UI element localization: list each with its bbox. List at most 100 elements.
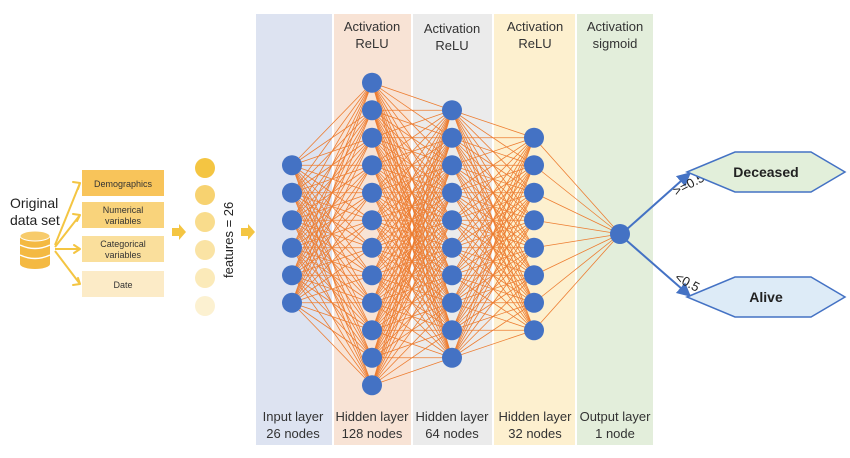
edge <box>291 82 373 248</box>
network-nodes <box>282 72 630 396</box>
neuron-node <box>442 237 462 258</box>
layer-titles: Activation ReLU Activation ReLU Activati… <box>344 19 643 53</box>
edge <box>291 82 373 166</box>
edge <box>451 137 535 303</box>
edge <box>451 220 535 358</box>
layer-3-footer-l1: Hidden layer <box>499 409 573 424</box>
neuron-node <box>362 237 382 258</box>
neuron-node <box>362 100 382 121</box>
neuron-node <box>442 265 462 286</box>
layer-3-title-l2: ReLU <box>518 36 551 51</box>
edge <box>291 165 373 303</box>
edge <box>291 110 373 303</box>
layer-0-footer-l1: Input layer <box>263 409 324 424</box>
edge <box>291 137 373 303</box>
neuron-node <box>362 347 382 368</box>
edge <box>533 233 621 304</box>
edge <box>291 219 373 304</box>
edge <box>451 165 535 358</box>
edge <box>451 137 535 166</box>
layer-1-title-l2: ReLU <box>355 36 388 51</box>
edge <box>371 109 453 194</box>
edge <box>371 110 453 276</box>
output-arrows <box>625 172 692 297</box>
neuron-node <box>442 182 462 203</box>
feature-box-3-l1: Date <box>113 280 132 290</box>
layer-3-footer-l2: 32 nodes <box>508 426 562 441</box>
edge <box>291 82 373 221</box>
neuron-node <box>442 155 462 176</box>
layer-3-title-l1: Activation <box>507 19 563 34</box>
feature-box-2-l1: Categorical <box>100 239 146 249</box>
neuron-node <box>282 182 302 203</box>
edge <box>371 357 453 386</box>
neuron-node <box>524 265 544 286</box>
edge <box>533 164 621 235</box>
feature-dot <box>195 158 215 178</box>
edge <box>291 302 373 386</box>
edge <box>291 192 373 303</box>
edge <box>291 302 373 331</box>
neuron-node <box>524 182 544 203</box>
outcome-alive-label: Alive <box>749 289 783 305</box>
neuron-node <box>362 320 382 341</box>
edge <box>291 247 373 304</box>
neuron-node <box>524 292 544 313</box>
feature-boxes: Demographics Numerical variables Categor… <box>82 170 164 297</box>
edge <box>451 329 535 359</box>
edge <box>371 247 453 386</box>
edge <box>451 137 535 194</box>
neuron-node <box>362 155 382 176</box>
edge <box>291 82 373 193</box>
layer-4-title-l2: sigmoid <box>593 36 638 51</box>
layer-2-title-l2: ReLU <box>435 38 468 53</box>
feature-box-categorical: Categorical variables <box>82 236 164 262</box>
neuron-node <box>442 292 462 313</box>
edge <box>451 137 535 221</box>
neuron-node <box>610 224 630 244</box>
edge <box>371 110 453 303</box>
outcome-deceased-label: Deceased <box>733 164 798 180</box>
edge <box>371 110 453 221</box>
edge <box>533 233 621 276</box>
edge <box>371 220 453 386</box>
neuron-node <box>362 265 382 286</box>
original-data-set: Original data set <box>10 195 60 269</box>
neuron-node <box>442 210 462 231</box>
edge <box>371 329 453 386</box>
feature-box-2-l2: variables <box>105 250 142 260</box>
feature-box-1-l1: Numerical <box>103 205 144 215</box>
edge <box>533 137 621 235</box>
neuron-node <box>442 100 462 121</box>
feature-dot <box>195 296 215 316</box>
edge <box>291 302 373 359</box>
layer-4-title-l1: Activation <box>587 19 643 34</box>
database-icon <box>19 230 51 269</box>
edge <box>451 137 535 276</box>
neuron-node <box>524 155 544 176</box>
edge <box>371 192 453 386</box>
edge <box>371 275 453 386</box>
connection-edges <box>291 82 621 386</box>
edge <box>533 192 621 235</box>
source-label-l2: data set <box>10 212 60 228</box>
neuron-node <box>362 72 382 93</box>
outcome-alive: Alive <box>685 276 847 318</box>
edge <box>451 274 535 359</box>
edge <box>451 137 535 331</box>
neuron-node <box>362 292 382 313</box>
edge <box>371 109 453 139</box>
edge <box>291 82 373 303</box>
threshold-alive: <0.5 <box>673 269 703 294</box>
feature-box-numerical: Numerical variables <box>82 202 164 228</box>
features-count-label: features = 26 <box>221 202 236 278</box>
edge <box>371 110 453 386</box>
neuron-node <box>524 320 544 341</box>
neuron-node <box>282 292 302 313</box>
layer-2-footer-l2: 64 nodes <box>425 426 479 441</box>
feature-dot <box>195 185 215 205</box>
edge <box>371 302 453 386</box>
feature-branch-arrows <box>54 181 81 286</box>
edge <box>371 110 453 248</box>
